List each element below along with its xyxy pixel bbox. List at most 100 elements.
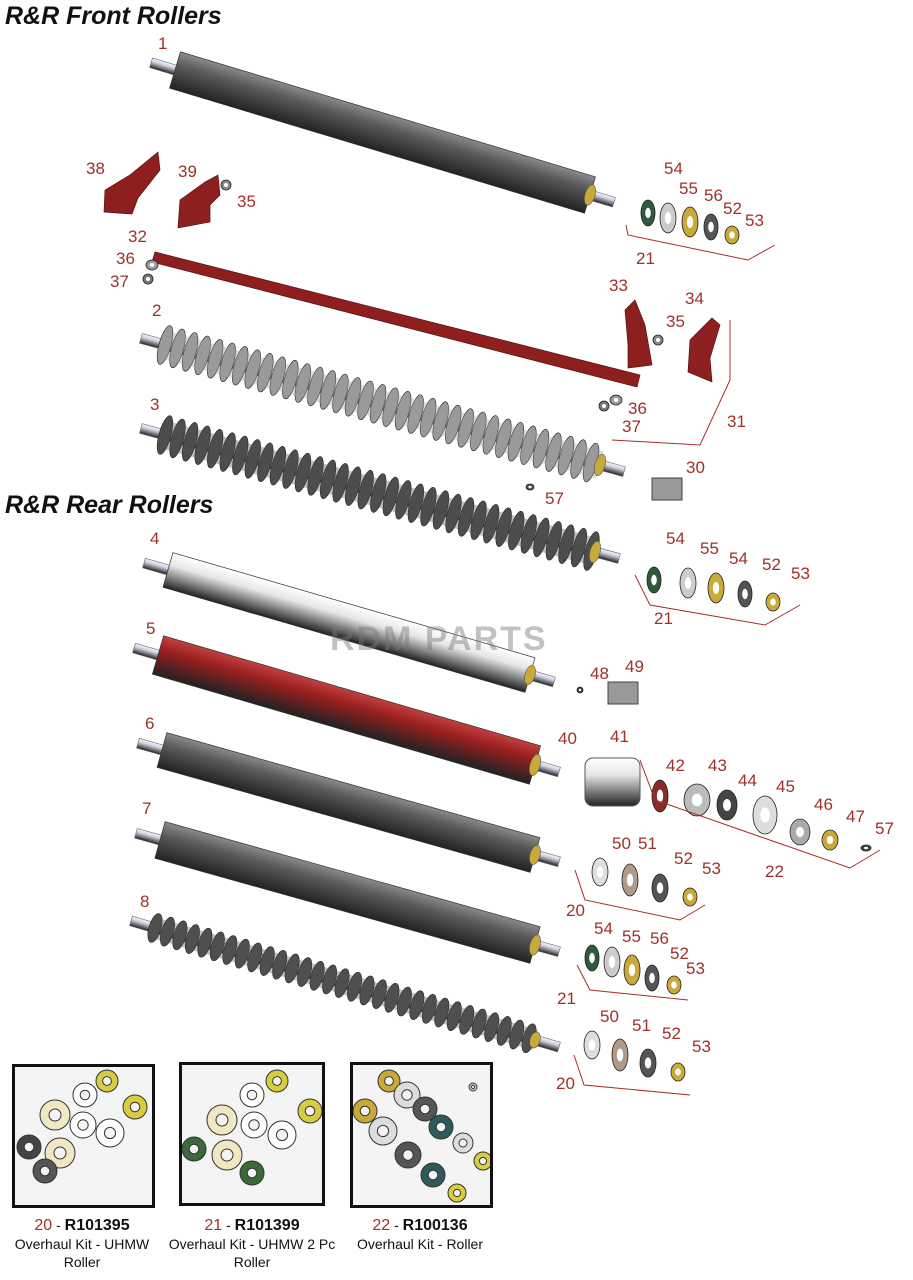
washer-hole [149, 263, 155, 267]
kit-component [384, 1076, 394, 1086]
callout-number: 49 [625, 657, 644, 676]
callout-number: 21 [654, 609, 673, 628]
callout-number: 56 [704, 186, 723, 205]
kit-number: 22 [372, 1217, 391, 1234]
callout-number: 35 [237, 192, 256, 211]
roller-7 [134, 821, 561, 964]
brush-bar-32 [151, 251, 641, 388]
separator: - [390, 1217, 403, 1233]
kit-bracket-line [625, 224, 776, 261]
washer-hole [712, 582, 720, 594]
washer-hole [708, 221, 714, 233]
callout-number: 43 [708, 756, 727, 775]
callout-number: 57 [875, 819, 894, 838]
separator: - [52, 1217, 65, 1233]
callout-number: 55 [700, 539, 719, 558]
washer-hole [664, 212, 672, 224]
part-number: R101399 [234, 1217, 300, 1234]
callout-number: 53 [702, 859, 721, 878]
kit-component [39, 1165, 51, 1177]
bracket-33 [624, 299, 653, 369]
kit-component [129, 1101, 141, 1113]
kit-component [220, 1148, 234, 1162]
callout-number: 36 [628, 399, 647, 418]
callout-number: 53 [745, 211, 764, 230]
washer-hole [528, 485, 532, 489]
kit-component [402, 1149, 414, 1161]
kit-component [102, 1076, 112, 1086]
washer-hole [578, 688, 582, 692]
washer-hole [608, 956, 616, 968]
callout-number: 50 [612, 834, 631, 853]
washer-hole [224, 183, 228, 187]
callout-number: 20 [566, 901, 585, 920]
washer-hole [613, 398, 619, 402]
washer-hole [742, 588, 748, 600]
callout-number: 44 [738, 771, 757, 790]
callout-number: 32 [128, 227, 147, 246]
bracket-34 [687, 317, 721, 383]
bracket-38 [103, 151, 161, 215]
callout-number: 51 [632, 1016, 651, 1035]
callout-number: 30 [686, 458, 705, 477]
roller-3 [139, 415, 621, 571]
kit-component [275, 1128, 289, 1142]
callout-number: 51 [638, 834, 657, 853]
bracket-39 [177, 174, 221, 229]
callout-number: 7 [142, 799, 152, 818]
callout-number: 53 [791, 564, 810, 583]
washer-hole [589, 952, 595, 964]
kit-component [79, 1089, 91, 1101]
kit-component [478, 1156, 488, 1166]
kit-21-image [179, 1062, 325, 1206]
hub-41 [584, 757, 641, 807]
washer-hole [146, 277, 150, 281]
kit-description: Overhaul Kit - Roller [356, 1236, 484, 1252]
callout-number: 33 [609, 276, 628, 295]
washer-hole [656, 338, 660, 342]
callout-number: 54 [729, 549, 748, 568]
callout-number: 31 [727, 412, 746, 431]
washer-hole [760, 807, 770, 823]
roller-2 [139, 325, 626, 483]
callout-number: 55 [679, 179, 698, 198]
callout-number: 47 [846, 807, 865, 826]
kit-number: 20 [34, 1217, 53, 1234]
washer-hole [649, 972, 655, 984]
washer-hole [596, 866, 604, 878]
kit-component [304, 1105, 316, 1117]
kit-component [246, 1089, 258, 1101]
washer-hole [588, 1039, 596, 1051]
kit-component [452, 1188, 462, 1198]
roller-8 [129, 913, 561, 1054]
front-rollers-heading: R&R Front Rollers [5, 2, 222, 30]
rear-rollers-heading: R&R Rear Rollers [5, 491, 214, 519]
callout-number: 37 [110, 272, 129, 291]
washer-hole [770, 598, 776, 606]
callout-number: 34 [685, 289, 704, 308]
washer-hole [687, 893, 693, 901]
callout-number: 21 [636, 249, 655, 268]
callout-number: 52 [662, 1024, 681, 1043]
kit-component [427, 1169, 439, 1181]
washer-hole [626, 873, 634, 887]
kit-21-caption: 21 - R101399 Overhaul Kit - UHMW 2 Pc Ro… [167, 1216, 337, 1271]
washer-hole [671, 981, 677, 989]
callout-number: 45 [776, 777, 795, 796]
kit-bracket-line [576, 964, 689, 1001]
washer-hole [628, 964, 636, 976]
callout-number: 5 [146, 619, 156, 638]
callout-number: 54 [594, 919, 613, 938]
kit-component [23, 1141, 35, 1153]
callout-number: 42 [666, 756, 685, 775]
callout-number: 56 [650, 929, 669, 948]
callout-number: 53 [686, 959, 705, 978]
callout-number: 1 [158, 34, 168, 53]
callout-number: 37 [622, 417, 641, 436]
washer-hole [729, 231, 735, 239]
kit-component [248, 1119, 260, 1131]
kit-20-caption: 20 - R101395 Overhaul Kit - UHMW Roller [0, 1216, 167, 1271]
callout-number: 6 [145, 714, 155, 733]
washer-hole [616, 1048, 624, 1062]
callout-number: 53 [692, 1037, 711, 1056]
